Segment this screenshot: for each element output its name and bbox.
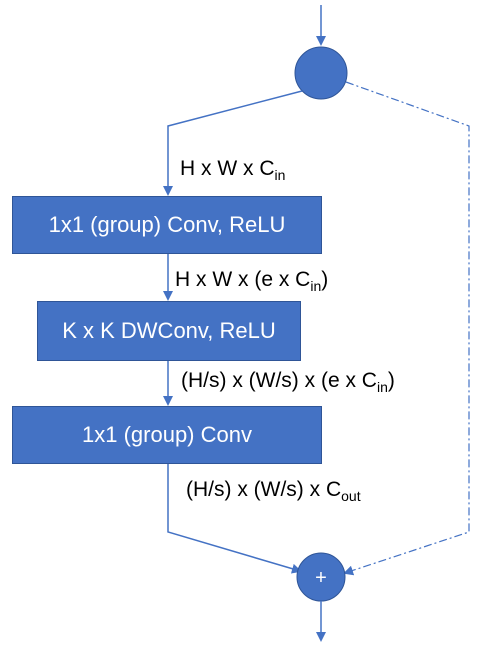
conv2-block: 1x1 (group) Conv	[12, 406, 322, 464]
dimension-label-input: H x W x Cin	[180, 157, 286, 183]
arrow-conv2-to-add	[167, 464, 302, 574]
shortcut-connection	[343, 81, 470, 576]
dimension-label-strided: (H/s) x (W/s) x (e x Cin)	[181, 369, 395, 395]
main-branch-arrow	[163, 90, 303, 196]
dwconv-block: K x K DWConv, ReLU	[37, 301, 301, 361]
conv1-block: 1x1 (group) Conv, ReLU	[12, 196, 322, 254]
dimension-label-output: (H/s) x (W/s) x Cout	[186, 478, 361, 504]
split-node	[294, 46, 348, 100]
conv1-label: 1x1 (group) Conv, ReLU	[48, 212, 286, 237]
dwconv-label: K x K DWConv, ReLU	[62, 318, 276, 343]
dimension-label-expanded: H x W x (e x Cin)	[175, 268, 329, 294]
add-symbol: +	[315, 567, 327, 589]
conv2-label: 1x1 (group) Conv	[82, 422, 252, 447]
